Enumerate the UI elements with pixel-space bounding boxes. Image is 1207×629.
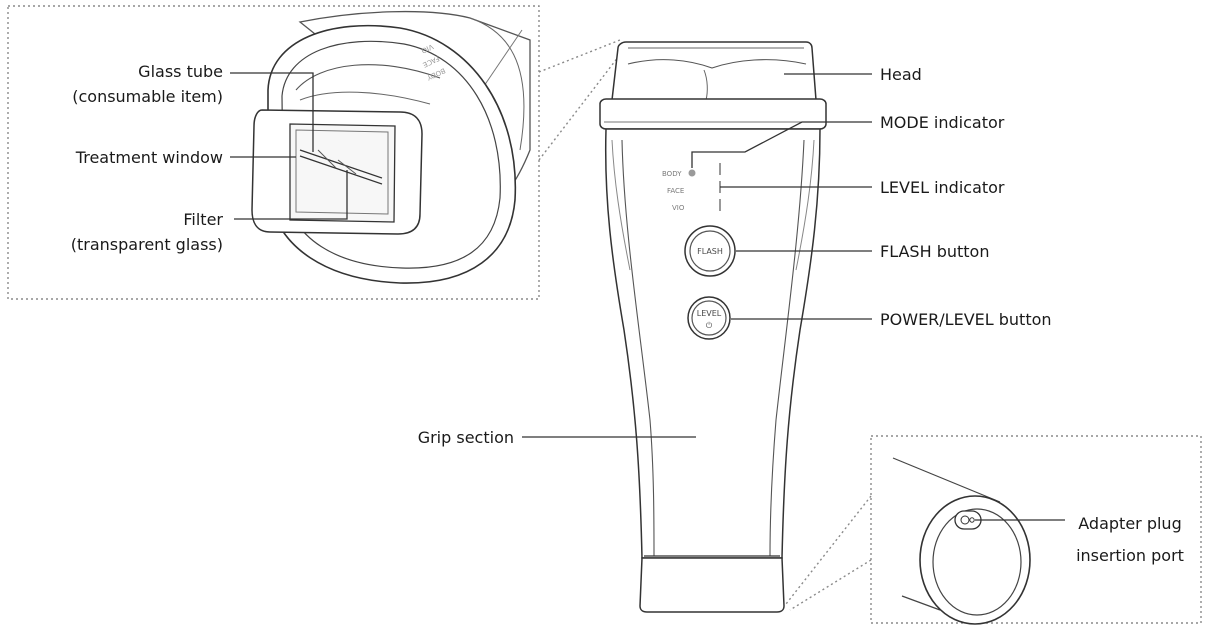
- callout-grip-section: Grip section: [417, 428, 514, 447]
- glass-tube-note: (consumable item): [72, 87, 223, 106]
- mode-label-body: BODY: [662, 170, 682, 178]
- device-head: [611, 41, 817, 101]
- filter-label: Filter: [183, 210, 223, 229]
- adapter-port: [954, 510, 982, 530]
- adapter-label: Adapter plug: [1078, 514, 1182, 533]
- adapter-note: insertion port: [1076, 546, 1184, 565]
- main-leaders: [522, 73, 872, 438]
- device-base: [639, 557, 785, 613]
- callout-glass-tube: Glass tube (consumable item): [30, 59, 223, 109]
- mode-label-face: FACE: [667, 187, 684, 195]
- base-closeup-inset: [785, 435, 1202, 625]
- callout-head: Head: [880, 65, 922, 84]
- level-button-label: LEVEL: [697, 309, 722, 318]
- treatment-window: [289, 123, 396, 223]
- power-icon: ⏻: [706, 321, 713, 330]
- callout-filter: Filter (transparent glass): [30, 207, 223, 257]
- mode-indicator-led: [688, 169, 696, 177]
- callout-flash-button: FLASH button: [880, 242, 990, 261]
- device: BODY FACE VIO FLASH LEVEL ⏻: [599, 41, 827, 613]
- flash-button[interactable]: FLASH: [684, 225, 736, 277]
- filter-note: (transparent glass): [70, 235, 223, 254]
- power-level-button[interactable]: LEVEL ⏻: [687, 296, 731, 340]
- device-body: [604, 128, 821, 559]
- inset-leaders: [230, 72, 348, 220]
- flash-button-label: FLASH: [697, 247, 723, 256]
- callout-treatment-window: Treatment window: [75, 148, 223, 167]
- callout-power-level-button: POWER/LEVEL button: [880, 310, 1052, 329]
- callout-adapter-port: Adapter plug insertion port: [1066, 508, 1194, 572]
- callout-level-indicator: LEVEL indicator: [880, 178, 1005, 197]
- device-collar: [599, 98, 827, 130]
- callout-mode-indicator: MODE indicator: [880, 113, 1005, 132]
- mode-label-vio: VIO: [672, 204, 685, 212]
- glass-tube-label: Glass tube: [138, 62, 223, 81]
